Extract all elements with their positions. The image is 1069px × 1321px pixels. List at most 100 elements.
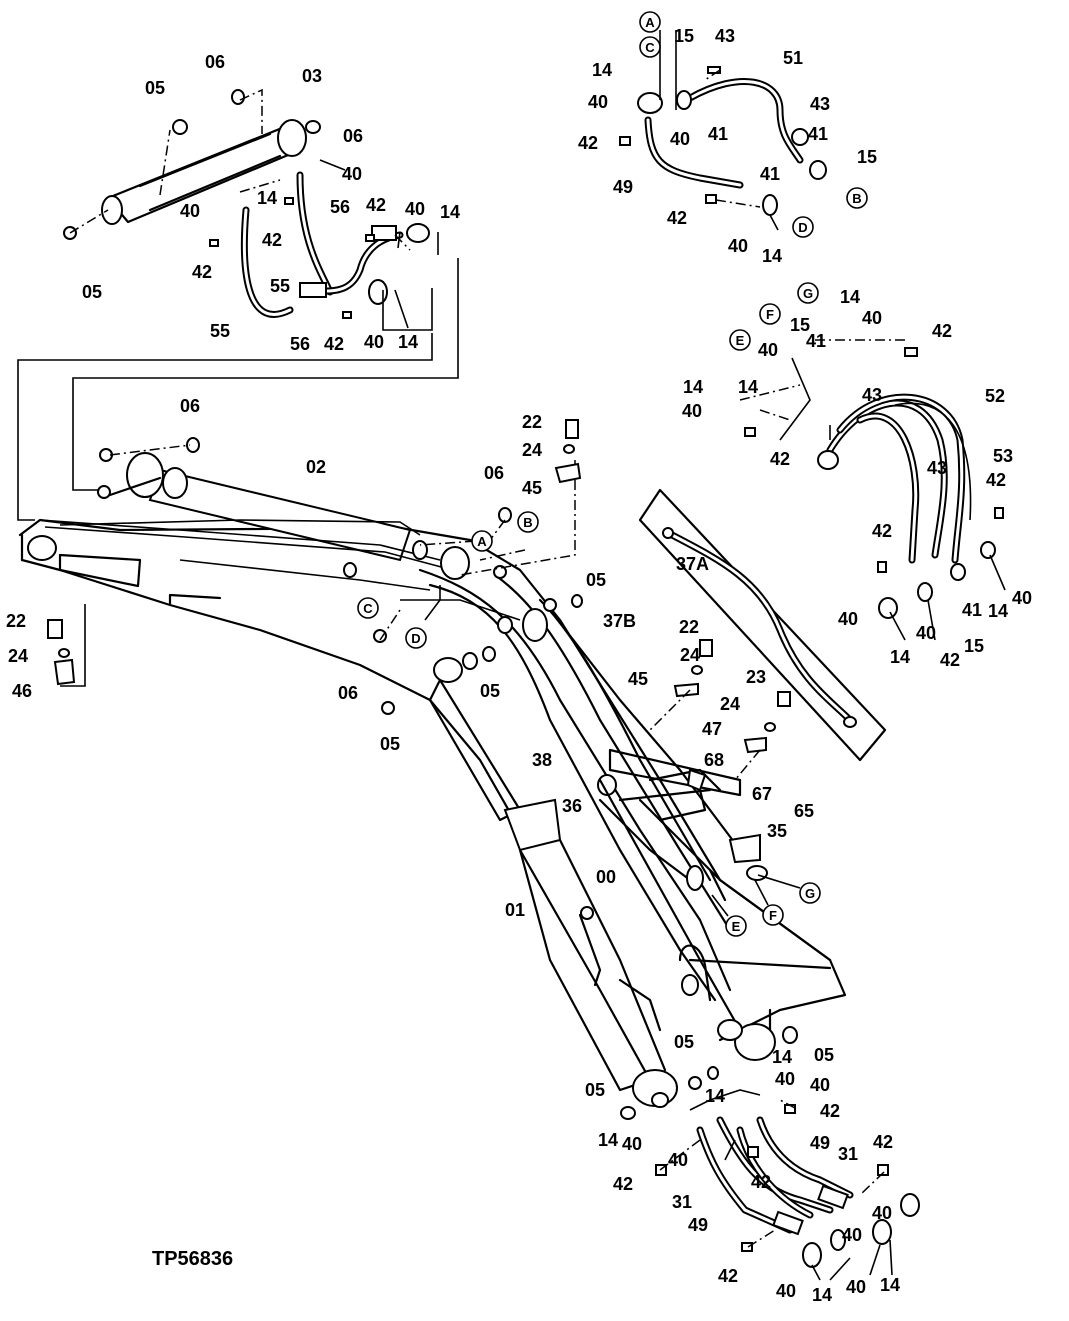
part-label: 06 <box>180 396 200 416</box>
part-label: 40 <box>405 199 425 219</box>
ref-b-top: B <box>852 191 861 206</box>
part-label: 40 <box>180 201 200 221</box>
part-label: 14 <box>840 287 860 307</box>
part-label: 14 <box>812 1285 832 1305</box>
part-label: 40 <box>810 1075 830 1095</box>
upper-center-hose-assembly <box>619 30 827 231</box>
part-label: 42 <box>613 1174 633 1194</box>
part-label: 42 <box>932 321 952 341</box>
part-label: 42 <box>986 470 1006 490</box>
part-label: 06 <box>338 683 358 703</box>
part-label: 56 <box>290 334 310 354</box>
part-label: 14 <box>772 1047 792 1067</box>
part-label: 52 <box>985 386 1005 406</box>
part-label: 14 <box>705 1086 725 1106</box>
ref-b-boom: B <box>523 515 532 530</box>
part-label: 37B <box>603 611 636 631</box>
part-label: 41 <box>806 331 826 351</box>
part-label: 43 <box>927 458 947 478</box>
part-label: 41 <box>760 164 780 184</box>
part-label: 24 <box>8 646 28 666</box>
part-label: 40 <box>846 1277 866 1297</box>
part-label: 49 <box>810 1133 830 1153</box>
part-label: 40 <box>872 1203 892 1223</box>
part-label: 40 <box>668 1150 688 1170</box>
part-label: 40 <box>1012 588 1032 608</box>
part-label: 15 <box>964 636 984 656</box>
boom-small-parts <box>47 419 791 781</box>
ref-f-top: F <box>766 307 774 322</box>
part-label: 42 <box>578 133 598 153</box>
ref-g-top: G <box>803 286 813 301</box>
part-label: 47 <box>702 719 722 739</box>
part-label: 14 <box>592 60 612 80</box>
part-label: 42 <box>366 195 386 215</box>
arm-00 <box>598 778 798 1061</box>
part-label: 03 <box>302 66 322 86</box>
hose-37a-box <box>638 488 887 762</box>
arm-cylinder-01 <box>428 657 678 1108</box>
part-label: 43 <box>862 385 882 405</box>
part-label: 68 <box>704 750 724 770</box>
lower-hose-assembly <box>620 1066 920 1281</box>
part-label: 14 <box>257 188 277 208</box>
part-label: 24 <box>522 440 542 460</box>
ref-f-arm: F <box>769 908 777 923</box>
part-label: 22 <box>6 611 26 631</box>
part-label: 46 <box>12 681 32 701</box>
part-label: 14 <box>890 647 910 667</box>
part-label: 49 <box>613 177 633 197</box>
part-label: 49 <box>688 1215 708 1235</box>
part-label: 51 <box>783 48 803 68</box>
part-label: 14 <box>683 377 703 397</box>
right-hose-assembly <box>739 339 1006 641</box>
part-label: 24 <box>680 645 700 665</box>
part-label: 24 <box>720 694 740 714</box>
ref-d-boom: D <box>411 631 420 646</box>
part-label: 15 <box>857 147 877 167</box>
part-label: 35 <box>767 821 787 841</box>
part-label: 06 <box>343 126 363 146</box>
part-label: 40 <box>342 164 362 184</box>
figure-id: TP56836 <box>152 1248 233 1270</box>
part-label: 40 <box>916 623 936 643</box>
part-label: 23 <box>746 667 766 687</box>
part-label: 15 <box>674 26 694 46</box>
part-label: 06 <box>484 463 504 483</box>
boom <box>18 518 847 1042</box>
part-label: 14 <box>738 377 758 397</box>
part-label: 40 <box>842 1225 862 1245</box>
part-label: 05 <box>585 1080 605 1100</box>
part-label: 55 <box>210 321 230 341</box>
part-label: 40 <box>758 340 778 360</box>
part-label: 40 <box>862 308 882 328</box>
part-label: 05 <box>586 570 606 590</box>
part-label: 45 <box>522 478 542 498</box>
part-label: 15 <box>790 315 810 335</box>
part-label: 53 <box>993 446 1013 466</box>
ref-e-top: E <box>736 333 745 348</box>
ref-c-top: C <box>645 40 655 55</box>
boom-hoses <box>39 460 742 1002</box>
upper-left-cylinder-assembly <box>63 88 439 331</box>
part-label: 42 <box>192 262 212 282</box>
part-label: 41 <box>962 600 982 620</box>
connection-lines-left <box>17 258 459 687</box>
part-label: 42 <box>751 1172 771 1192</box>
part-label: 42 <box>718 1266 738 1286</box>
part-label: 05 <box>814 1045 834 1065</box>
part-label: 14 <box>398 332 418 352</box>
part-label: 40 <box>588 92 608 112</box>
part-label: 22 <box>679 617 699 637</box>
part-label: 14 <box>988 601 1008 621</box>
ref-c-boom: C <box>363 601 373 616</box>
part-label: 41 <box>808 124 828 144</box>
part-label: 56 <box>330 197 350 217</box>
part-label: 31 <box>838 1144 858 1164</box>
part-label: 40 <box>682 401 702 421</box>
part-label: 14 <box>880 1275 900 1295</box>
part-label: 40 <box>728 236 748 256</box>
reference-markers: A C B D G F E A B C D G F E <box>357 11 868 937</box>
part-label: 31 <box>672 1192 692 1212</box>
part-label: 42 <box>667 208 687 228</box>
